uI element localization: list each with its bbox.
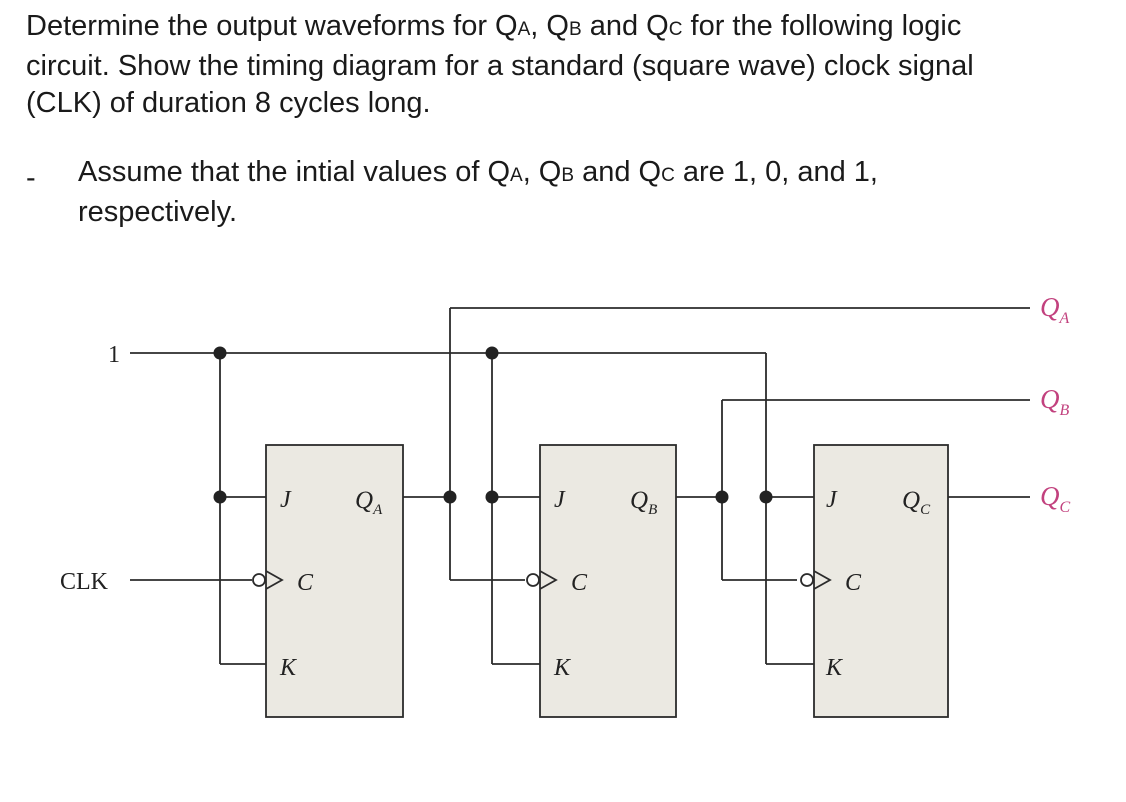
junction-dot <box>759 490 773 504</box>
question-line-1: Determine the output waveforms for QA, Q… <box>26 10 962 42</box>
ffc-q-label: QC <box>902 487 931 518</box>
clock-triangle-a <box>265 570 284 590</box>
ffb-j-label: J <box>554 487 566 513</box>
bullet-dash: - <box>26 162 36 194</box>
ffb-k-label: K <box>553 655 572 681</box>
clock-invert-bubble-b <box>526 573 540 587</box>
junction-dot <box>485 346 499 360</box>
ffa-q-label: QA <box>355 487 383 518</box>
clock-invert-bubble-c <box>800 573 814 587</box>
flipflop-b-box <box>539 444 677 718</box>
ffb-q-label: QB <box>630 487 657 518</box>
clock-triangle-c <box>813 570 832 590</box>
junction-dot <box>213 346 227 360</box>
assumption-line-2: respectively. <box>78 196 238 228</box>
ffc-j-label: J <box>826 487 838 513</box>
output-qa-label: QA <box>1040 292 1070 327</box>
ffa-c-label: C <box>297 570 314 596</box>
flipflop-a-box <box>265 444 404 718</box>
junction-dot <box>715 490 729 504</box>
ffc-c-label: C <box>845 570 862 596</box>
ffc-k-label: K <box>825 655 844 681</box>
junction-dot <box>213 490 227 504</box>
ffa-j-label: J <box>280 487 292 513</box>
clk-label: CLK <box>60 569 109 595</box>
assumption-line-1: Assume that the intial values of QA, QB … <box>78 156 878 188</box>
ffb-c-label: C <box>571 570 588 596</box>
junction-dot <box>443 490 457 504</box>
question-line-3: (CLK) of duration 8 cycles long. <box>26 87 431 119</box>
clock-triangle-b <box>539 570 558 590</box>
input-one-label: 1 <box>108 342 120 368</box>
assumption-text: Assume that the intial values of QA, QB … <box>78 154 1078 231</box>
question-line-2: circuit. Show the timing diagram for a s… <box>26 50 974 82</box>
clock-invert-bubble-a <box>252 573 266 587</box>
output-qb-label: QB <box>1040 384 1070 419</box>
output-qc-label: QC <box>1040 481 1071 516</box>
junction-dot <box>485 490 499 504</box>
flipflop-c-box <box>813 444 949 718</box>
ffa-k-label: K <box>279 655 298 681</box>
question-text: Determine the output waveforms for QA, Q… <box>26 8 1116 122</box>
wires <box>130 307 1030 665</box>
